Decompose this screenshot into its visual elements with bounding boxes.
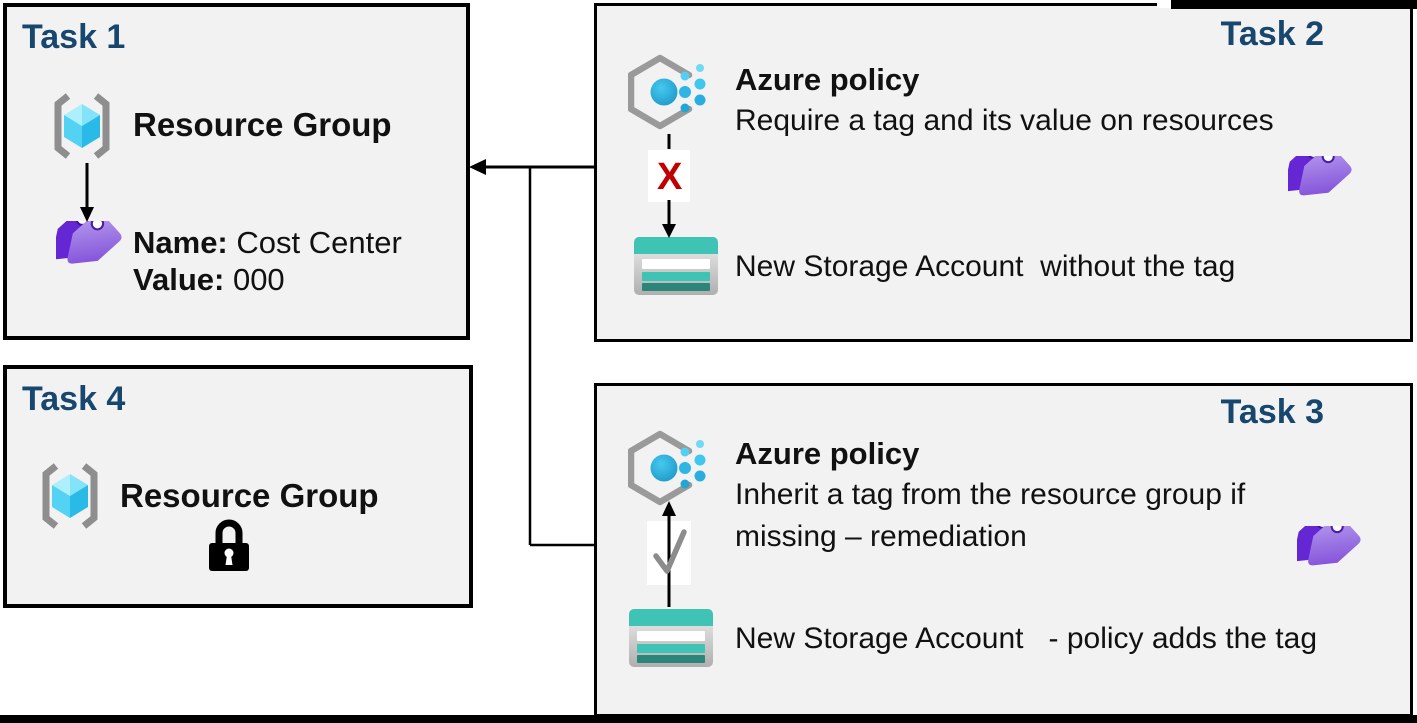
task2-storage-label: New Storage Account without the tag [735, 250, 1236, 283]
top-border-notch [1157, 0, 1171, 8]
task1-panel: Task 1 Resource Group Name: [3, 3, 470, 340]
resource-group-icon [54, 93, 110, 159]
task3-panel: Task 3 Azure policy Inherit a tag from t… [594, 383, 1413, 717]
task1-tags-icon [56, 221, 122, 264]
bottom-accent-bar [0, 715, 1417, 723]
task4-title: Task 4 [22, 380, 126, 418]
storage-account-icon [629, 609, 713, 667]
task2-policy-title: Azure policy [735, 62, 920, 97]
task3-storage-label: New Storage Account - policy adds the ta… [735, 622, 1317, 655]
task3-tags-icon [1297, 526, 1361, 566]
tag-value-label: Value: [133, 262, 225, 297]
task2-deny-box [648, 150, 690, 202]
lock-icon [209, 519, 249, 571]
task3-policy-description-line2: missing – remediation [735, 520, 1027, 553]
deny-x-mark: X [657, 156, 683, 198]
azure-policy-icon [628, 430, 706, 506]
task3-policy-description-line1: Inherit a tag from the resource group if [735, 478, 1246, 511]
task2-policy-description: Require a tag and its value on resources [735, 104, 1274, 137]
azure-policy-icon [628, 54, 706, 130]
storage-account-icon [634, 237, 718, 295]
top-right-accent-bar [1171, 0, 1417, 9]
tag-name-label: Name: [133, 225, 228, 260]
task4-resource-group-label: Resource Group [120, 477, 379, 514]
task4-panel: Task 4 Resource Group [3, 365, 473, 608]
task1-tag-value-line: Value: 000 [133, 261, 402, 298]
resource-group-icon [42, 463, 98, 529]
task2-tags-icon [1288, 156, 1352, 196]
tag-value-value: 000 [232, 262, 285, 297]
task2-panel: Task 2 Azure policy Require a tag and it… [594, 3, 1413, 342]
task3-policy-title: Azure policy [735, 436, 920, 471]
tag-name-value: Cost Center [236, 225, 402, 260]
task1-tag-name-line: Name: Cost Center [133, 224, 402, 261]
task3-title: Task 3 [1220, 393, 1324, 431]
check-icon [653, 529, 687, 574]
task1-title: Task 1 [22, 18, 126, 56]
task1-tag-text: Name: Cost Center Value: 000 [133, 224, 402, 298]
task1-resource-group-label: Resource Group [133, 106, 392, 143]
task2-title: Task 2 [1220, 15, 1324, 53]
